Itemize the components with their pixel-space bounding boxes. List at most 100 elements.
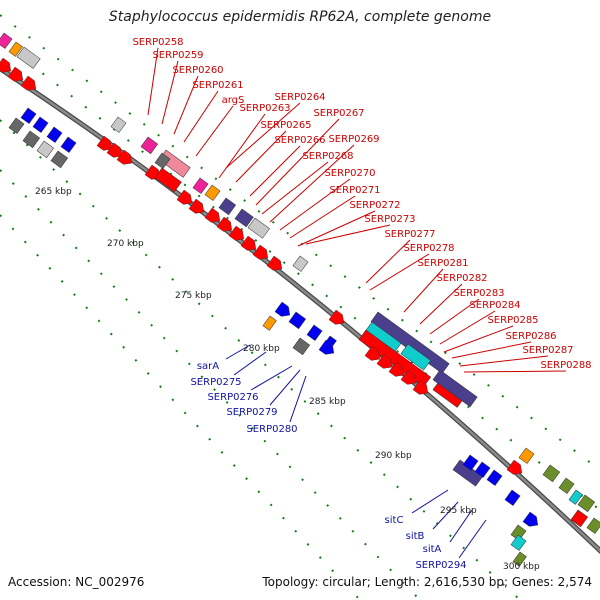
tick-line [0,214,361,600]
red-gene-label: argS [222,95,245,106]
gene-block-shape [568,489,583,505]
gene-block [512,551,527,567]
gene-block [518,447,535,464]
accession-label: Accession: NC_002976 [8,575,145,589]
red-label-leader [161,60,179,125]
gene-arrow-shape [7,66,24,82]
gene-arrow [188,198,205,214]
gene-block-shape [192,177,209,194]
red-gene-label: SERP0286 [505,331,556,342]
gene-arrow [328,309,345,325]
gene-arrow-shape [216,216,233,232]
red-label-leader [235,130,287,183]
gene-arrow [0,57,12,73]
gene-arrow-shape [176,189,193,205]
blue-gene-label: SERP0275 [190,377,241,388]
gene-block [558,477,575,494]
gene-block-shape [154,167,182,193]
gene-features [0,32,600,567]
gene-block [36,140,55,159]
red-gene-label: SERP0284 [469,300,520,311]
blue-gene-label: sitC [385,515,404,526]
gene-block-shape [510,524,527,541]
gene-block-shape [462,454,479,471]
red-gene-label: SERP0277 [384,229,435,240]
blue-label-leader [269,369,301,406]
scale-label: 270 kbp [107,239,144,249]
gene-block [510,524,527,541]
gene-arrow-shape [0,57,12,73]
gene-block-shape [8,41,23,57]
gene-block [50,150,69,169]
blue-label-leader [458,519,487,559]
gene-block-shape [512,551,527,567]
gene-block [154,167,182,193]
gene-block [192,177,209,194]
gene-arrow-shape [318,339,335,355]
gene-block [306,324,323,341]
gene-block-shape [8,117,25,134]
gene-block [542,464,561,483]
gene-block [568,489,583,505]
red-label-leader [365,239,411,284]
red-gene-label: SERP0273 [364,214,415,225]
blue-label-leader [289,375,307,423]
gene-block-shape [32,116,49,133]
gene-arrow [364,345,381,361]
scale-label: 275 kbp [175,291,212,301]
gene-block [462,454,479,471]
red-label-leader [305,224,391,245]
gene-block [262,315,277,331]
gene-arrow [266,255,283,271]
gene-block [0,32,13,49]
gene-arrow-shape [412,379,429,395]
gene-block-shape [586,517,600,534]
blue-gene-label: sitB [406,531,425,542]
red-label-leader [463,370,567,373]
gene-arrow-shape [274,301,291,317]
red-gene-label: SERP0283 [453,288,504,299]
red-gene-label: SERP0287 [522,345,573,356]
gene-arrow-shape [522,511,539,527]
gene-block-shape [486,469,503,486]
gene-arrow-shape [20,75,37,91]
gene-block [154,152,171,169]
blue-gene-label: SERP0276 [207,392,258,403]
gene-arrow-shape [204,207,221,223]
gene-block-shape [204,184,221,201]
gene-block [16,46,41,69]
gene-arrow [274,301,291,317]
gene-arrow-shape [266,255,283,271]
gene-arrow-shape [240,235,257,251]
gene-block [8,41,23,57]
gene-block-shape [110,116,127,133]
gene-block [247,217,270,239]
gene-block-shape [474,461,491,478]
gene-block [577,494,596,513]
gene-arrow [96,135,113,151]
map-title: Staphylococcus epidermidis RP62A, comple… [108,9,492,25]
red-label-leader [451,341,532,359]
blue-label-leader [233,351,267,376]
gene-arrow-shape [106,142,123,158]
gene-arrow-shape [252,244,269,260]
red-label-leader [183,90,219,143]
red-gene-label: SERP0265 [260,120,311,131]
gene-arrow-shape [400,369,417,385]
gene-arrow [506,459,523,475]
gene-block-shape [50,150,69,169]
gene-block [110,116,127,133]
red-label-leader [297,210,376,247]
gene-arrow [318,339,335,355]
gene-block [60,136,77,153]
gene-block [204,184,221,201]
red-label-leader [173,75,199,135]
blue-label-leader [225,344,251,360]
scale-label: 265 kbp [35,187,72,197]
scale-label: 300 kbp [503,562,540,572]
gene-block-shape [518,447,535,464]
blue-label-leader [250,365,293,391]
scale-label: 285 kbp [309,397,346,407]
gene-block-shape [16,46,41,69]
topology-label: Topology: circular; Length: 2,616,530 bp… [262,575,592,589]
